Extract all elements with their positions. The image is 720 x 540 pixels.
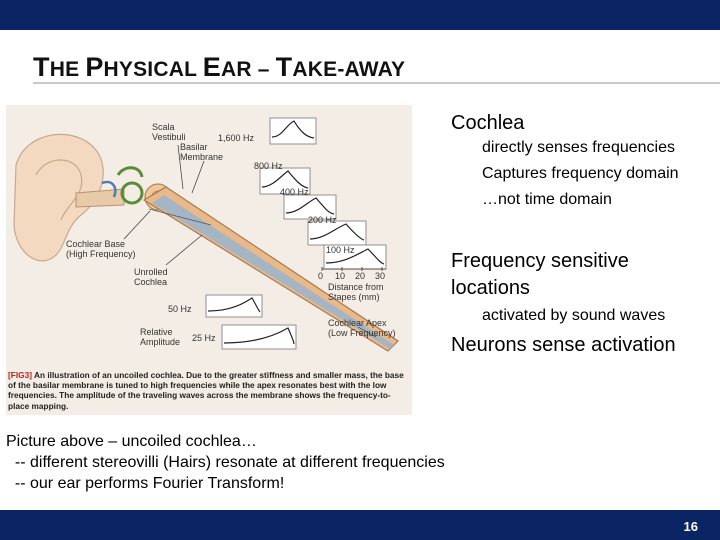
bullet-text: locations — [451, 277, 530, 299]
semicircular-canal — [116, 166, 144, 178]
bullet-text: Neurons sense activation — [451, 334, 676, 356]
note-line-1: Picture above – uncoiled cochlea… — [6, 433, 257, 450]
middle-ear-ossicle — [120, 181, 144, 205]
cochlea-illustration — [13, 117, 399, 352]
label-cochlear-base: Cochlear Base (High Frequency) — [66, 239, 136, 259]
base-stripes — [148, 208, 212, 226]
note-line-2: -- different stereovilli (Hairs) resonat… — [6, 454, 445, 471]
label-100hz: 100 Hz — [326, 245, 355, 255]
bullet-text: …not time domain — [482, 191, 612, 208]
outer-ear-shape — [13, 133, 104, 262]
wave-box-25 — [221, 324, 297, 350]
figure-caption: [FIG3] An illustration of an uncoiled co… — [8, 370, 410, 411]
label-1600hz: 1,600 Hz — [218, 133, 255, 143]
slide-title: THE PHYSICAL EAR – TAKE-AWAY — [33, 52, 405, 83]
bullet-text: Cochlea — [451, 112, 525, 134]
caption-text: An illustration of an uncoiled cochlea. … — [8, 370, 404, 411]
wave-box-100 — [323, 244, 387, 270]
label-relative-amplitude: Relative Amplitude — [140, 327, 181, 347]
title-word-1: THE — [33, 52, 86, 82]
leader-line-basilar — [191, 160, 205, 194]
label-tick-10: 10 — [335, 271, 346, 281]
note-line-3: -- our ear performs Fourier Transform! — [6, 475, 285, 492]
auditory-nerve — [101, 180, 117, 198]
label-50hz: 50 Hz — [168, 304, 192, 314]
uncoiled-cochlea-figure: Scala Vestibuli Basilar Membrane 1,600 H… — [6, 105, 412, 415]
ear-fold-line — [35, 159, 83, 221]
wave-box-1600 — [269, 117, 317, 145]
label-cochlear-apex: Cochlear Apex (Low Frequency) — [328, 318, 396, 338]
distance-axis — [321, 267, 386, 271]
title-underline — [33, 82, 720, 84]
title-word-4: TAKE-AWAY — [275, 52, 406, 82]
top-bar — [0, 0, 720, 30]
wave-box-200 — [307, 220, 367, 246]
label-basilar-membrane: Basilar Membrane — [180, 142, 224, 162]
bullet-text: activated by sound waves — [482, 307, 666, 324]
label-400hz: 400 Hz — [280, 187, 309, 197]
leader-line-base — [123, 210, 151, 240]
bullet-text: Captures frequency domain — [482, 165, 679, 182]
label-unrolled-cochlea: Unrolled Cochlea — [134, 267, 168, 287]
label-tick-30: 30 — [375, 271, 386, 281]
basilar-membrane-strip — [152, 195, 394, 349]
bottom-bar — [0, 510, 720, 540]
bullet-text: Frequency sensitive — [451, 250, 629, 272]
wave-box-50 — [205, 294, 263, 318]
bullet-text: directly senses frequencies — [482, 139, 675, 156]
leader-line-unrolled — [165, 234, 203, 266]
label-scala-vestibuli: Scala Vestibuli — [152, 122, 186, 142]
title-word-2: PHYSICAL — [85, 52, 203, 82]
leader-line-scala — [177, 144, 184, 190]
leader-line-apex — [357, 326, 377, 338]
bottom-notes: Picture above – uncoiled cochlea… -- dif… — [6, 431, 445, 494]
title-word-3: EAR – — [202, 52, 276, 82]
label-distance-from-stapes: Distance from Stapes (mm) — [328, 282, 384, 302]
wave-box-400 — [283, 194, 337, 220]
caption-tag: [FIG3] — [8, 370, 32, 380]
ear-canal-shape — [75, 188, 125, 208]
label-800hz: 800 Hz — [254, 161, 283, 171]
wave-box-800 — [259, 167, 311, 195]
label-tick-0: 0 — [318, 271, 324, 281]
label-tick-20: 20 — [355, 271, 366, 281]
page-number: 16 — [683, 519, 698, 534]
label-25hz: 25 Hz — [192, 333, 216, 343]
label-200hz: 200 Hz — [308, 215, 337, 225]
